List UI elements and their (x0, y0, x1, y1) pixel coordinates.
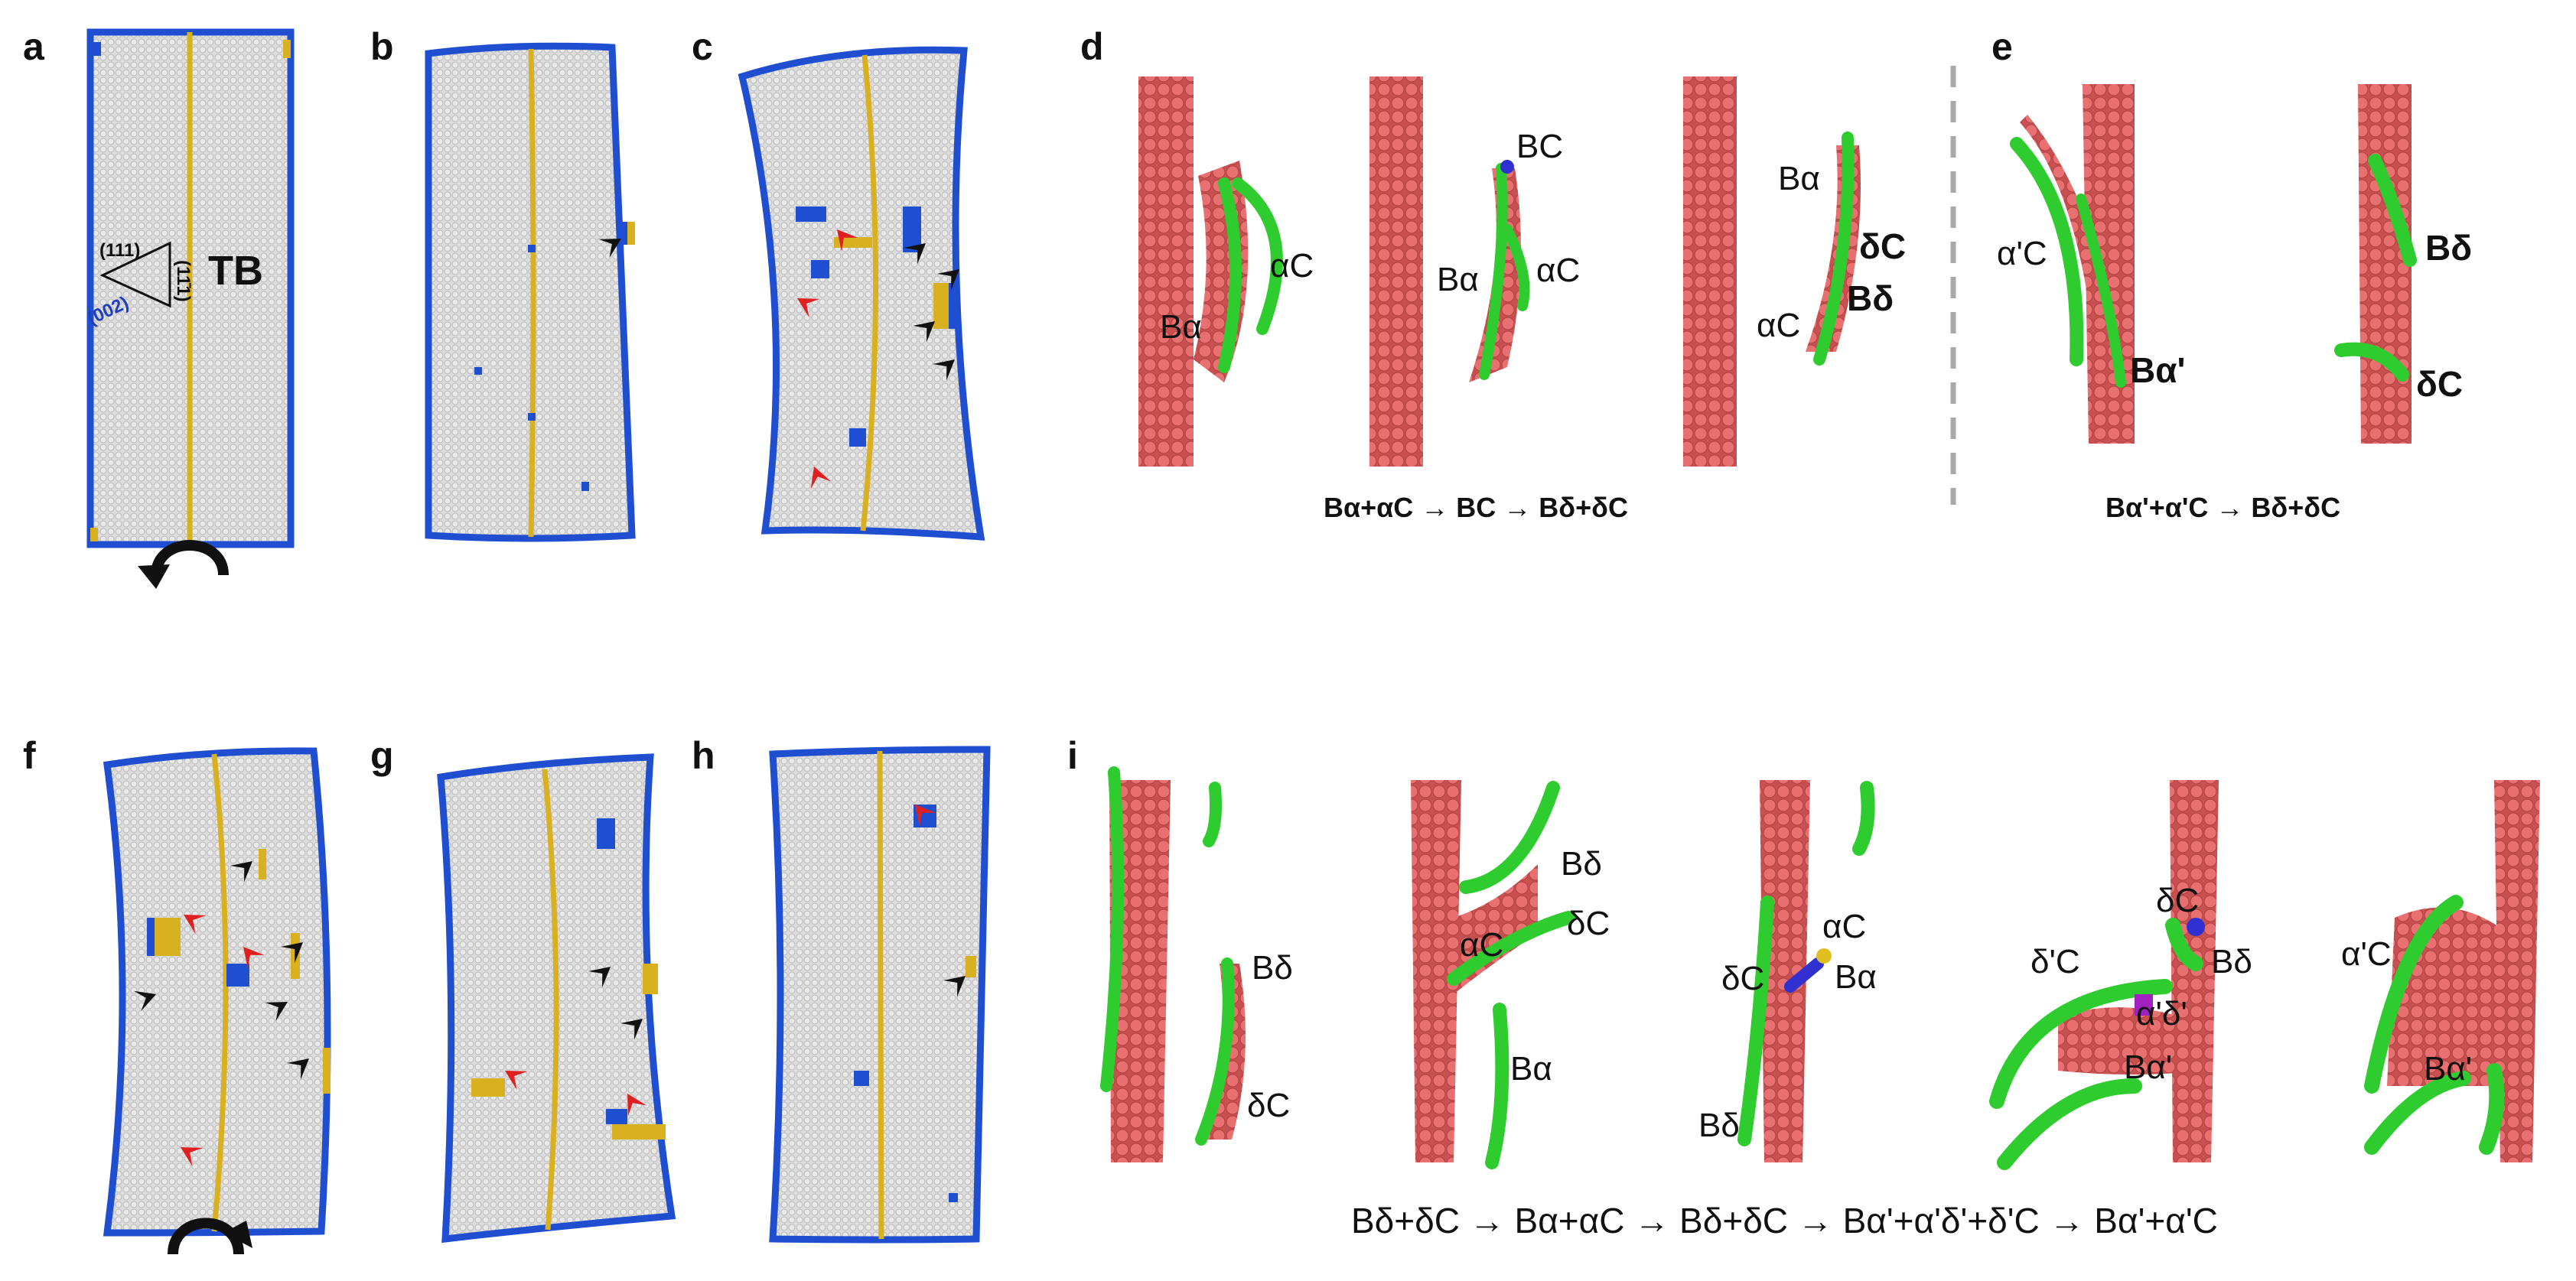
label-i-12: δ'C (2031, 943, 2080, 980)
label-d-4: Bα (1437, 261, 1479, 298)
label-i-11: δC (2156, 882, 2199, 919)
label-e-1: α'C (1997, 235, 2047, 272)
plane-label-111: (111) (99, 240, 140, 261)
twin-boundary-label: TB (208, 248, 263, 294)
rotation-arrow-icon (168, 1218, 252, 1255)
label-d-9: αC (1757, 307, 1800, 344)
label-i-13: Bδ (2211, 943, 2252, 980)
label-i-9: Bα (1835, 958, 1877, 996)
label-e-3: Bδ (2425, 228, 2472, 268)
label-d-5: αC (1536, 252, 1580, 289)
panel-h-slab (769, 746, 991, 1244)
label-i-14: α'δ' (2136, 995, 2187, 1032)
reaction-i: Bδ+δC → Bα+αC → Bδ+δC → Bα'+α'δ'+δ'C → B… (1351, 1201, 2218, 1240)
label-i-1: Bδ (1252, 949, 1293, 987)
label-i-3: Bδ (1561, 845, 1602, 883)
label-i-17: Bα' (2424, 1050, 2472, 1088)
panel-label-b: b (370, 25, 394, 68)
label-i-16: α'C (2341, 935, 2392, 973)
panel-i-structures (1100, 766, 2540, 1170)
label-d-7: δC (1859, 226, 1906, 266)
panel-label-c: c (692, 25, 713, 68)
label-i-7: αC (1822, 908, 1866, 945)
label-i-5: αC (1460, 926, 1503, 964)
panel-a-slab (86, 28, 295, 548)
label-e-4: δC (2416, 364, 2463, 404)
panel-label-h: h (692, 734, 715, 777)
label-d-6: Bα (1778, 160, 1820, 197)
reaction-d: Bα+αC → BC → Bδ+δC (1324, 492, 1628, 523)
label-d-8: Bδ (1847, 278, 1894, 318)
panel-label-i: i (1067, 734, 1078, 777)
panel-b-slab (425, 42, 636, 542)
panel-label-g: g (370, 734, 394, 777)
label-d-1: Bα (1160, 308, 1202, 346)
panel-label-e: e (1991, 25, 2013, 68)
panel-d-structures (1138, 76, 1861, 467)
panel-label-f: f (23, 734, 36, 777)
label-i-8: δC (1721, 960, 1764, 997)
panel-label-d: d (1080, 25, 1104, 68)
label-d-2: αC (1270, 247, 1314, 284)
label-i-4: δC (1567, 905, 1610, 942)
label-i-2: δC (1247, 1087, 1290, 1124)
panel-f-slab (103, 747, 331, 1237)
label-e-2: Bα' (2130, 350, 2185, 390)
plane-label-11bar1: (11̄1) (173, 260, 194, 302)
panel-c-slab (738, 46, 985, 541)
label-i-10: Bδ (1698, 1107, 1740, 1144)
reaction-e: Bα'+α'C → Bδ+δC (2105, 492, 2340, 523)
panel-e-structures (2010, 84, 2417, 444)
label-i-15: Bα' (2124, 1049, 2172, 1086)
rotation-arrow-icon (138, 540, 229, 589)
label-d-3: BC (1516, 128, 1563, 165)
panel-g-slab (437, 753, 676, 1244)
panel-label-a: a (23, 25, 45, 68)
label-i-6: Bα (1510, 1050, 1552, 1088)
